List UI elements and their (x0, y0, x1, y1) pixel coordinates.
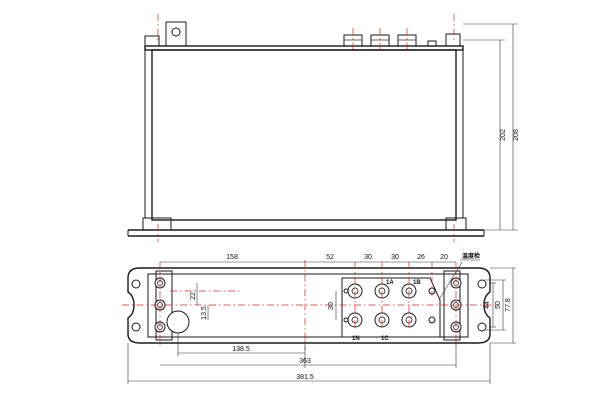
note-label: 温度检 (462, 252, 480, 260)
top-right-stub (445, 33, 461, 47)
dim-30b-label: 30 (391, 254, 399, 261)
dim-30a-label: 30 (364, 254, 372, 261)
dim-30v-label: 30 (328, 302, 335, 310)
left-post (144, 49, 153, 219)
lug-hole (171, 27, 181, 37)
terminal-label-1a: 1A (386, 280, 394, 286)
dim-20-label: 20 (440, 254, 448, 261)
right-post (455, 49, 464, 219)
top-left-lug (165, 21, 187, 47)
front-view: 202 208 (127, 14, 520, 242)
main-body (151, 49, 457, 221)
note-leader (439, 261, 463, 299)
top-view: 158 52 30 30 26 20 温度检 22 13.5 30 1A 1B … (122, 252, 516, 384)
top-left-stub (144, 35, 160, 47)
dim-13-5-label: 13.5 (201, 306, 208, 320)
large-hole (166, 310, 190, 334)
dim-44-label: 44 (484, 301, 491, 309)
terminal-label-1b: 1B (413, 280, 421, 286)
dim-202-label: 202 (500, 129, 507, 141)
dim-138-5-label: 138.5 (232, 346, 250, 353)
top-terminals (343, 34, 437, 47)
dim-158-label: 158 (226, 254, 238, 261)
sensor-hole (428, 316, 436, 324)
dim-52-label: 52 (326, 254, 334, 261)
dim-26-label: 26 (417, 254, 425, 261)
mount-hole (477, 279, 487, 289)
mount-hole (131, 279, 141, 289)
dim-22-label: 22 (190, 292, 197, 300)
mount-hole (477, 322, 487, 332)
terminal-label-1n: 1N (352, 336, 360, 342)
dim-381-5-label: 381.5 (296, 374, 314, 381)
dim-50-label: 50 (495, 301, 502, 309)
dim-77-8-label: 77.8 (505, 298, 512, 312)
inner-body (147, 273, 469, 338)
terminal-block (341, 277, 441, 338)
terminal-label-1c: 1C (381, 336, 389, 342)
top-stud-small (427, 40, 437, 47)
pin-hole (343, 288, 349, 294)
base-plate-outline (127, 267, 491, 344)
pin-hole (343, 317, 349, 323)
dim-363-label: 363 (299, 358, 311, 365)
mount-hole (131, 322, 141, 332)
dim-208-label: 208 (513, 129, 520, 141)
